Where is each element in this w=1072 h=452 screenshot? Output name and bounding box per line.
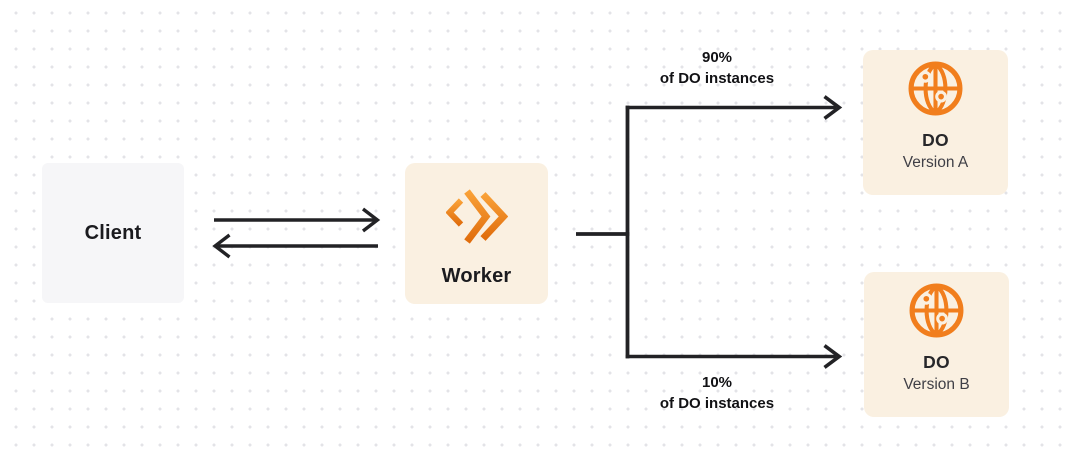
client-label: Client (84, 221, 142, 244)
worker-node: Worker (405, 163, 548, 304)
top-branch-caption: of DO instances (659, 69, 775, 87)
globe-icon (908, 61, 963, 116)
worker-label: Worker (441, 265, 512, 287)
branch-arrow-to-do-b (625, 344, 843, 369)
do-version-a-node: DO Version A (863, 50, 1008, 195)
do-b-subtitle: Version B (903, 376, 970, 393)
cloudflare-workers-icon (445, 189, 508, 244)
worker-branch-line (576, 105, 630, 359)
bottom-branch-percent: 10% (701, 374, 733, 391)
globe-icon (909, 283, 964, 338)
bottom-branch-label: 10% of DO instances (602, 373, 832, 414)
worker-to-client-arrow (212, 233, 378, 259)
top-branch-percent: 90% (701, 49, 733, 66)
do-version-b-node: DO Version B (864, 272, 1009, 417)
client-to-worker-arrow (214, 207, 381, 233)
client-node: Client (42, 163, 184, 303)
top-branch-label: 90% of DO instances (602, 48, 832, 89)
do-b-title: DO (923, 352, 950, 372)
do-a-title: DO (922, 130, 949, 150)
bottom-branch-caption: of DO instances (659, 394, 775, 412)
do-a-subtitle: Version A (902, 154, 969, 171)
branch-arrow-to-do-a (625, 95, 843, 120)
